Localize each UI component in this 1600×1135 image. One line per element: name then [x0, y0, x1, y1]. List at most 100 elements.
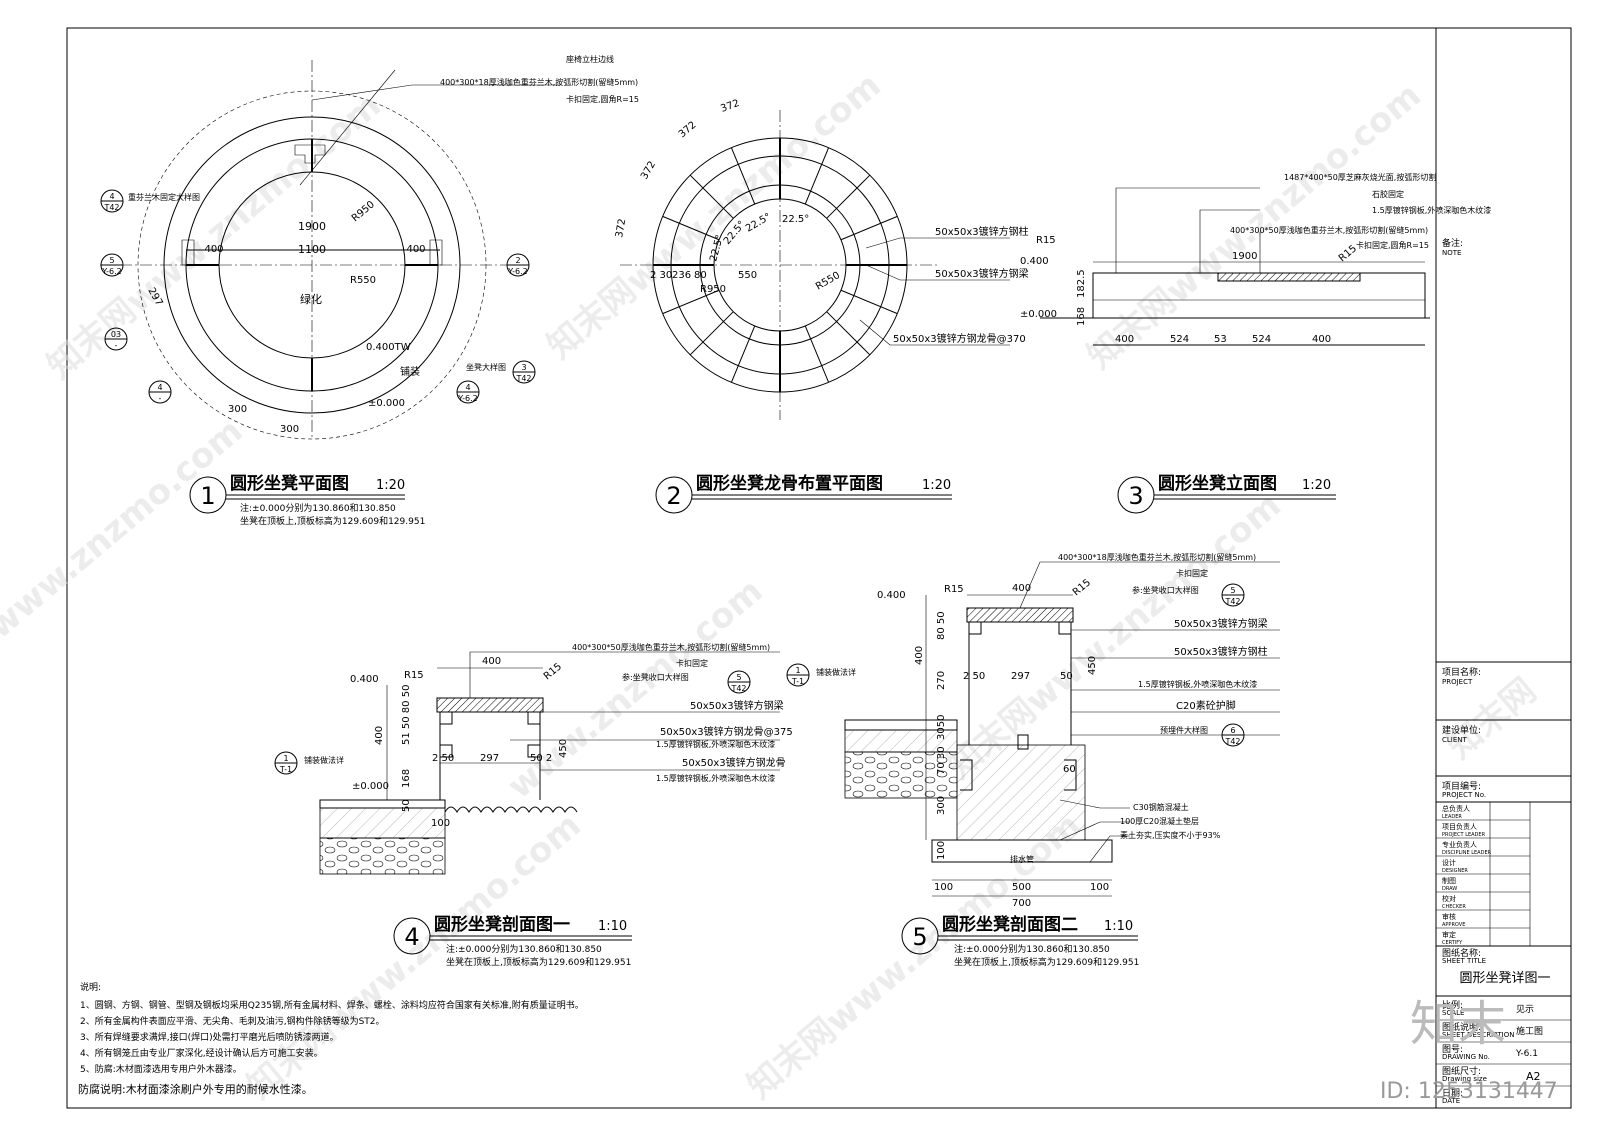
sec4-dim-50: 50	[401, 799, 412, 812]
sec5-call1: 400*300*18厚浅咖色重芬兰木,按弧形切割(留缝5mm)	[1058, 552, 1256, 562]
role-label-en: DISCIPLINE LEADER	[1442, 850, 1492, 856]
svg-text:1:10: 1:10	[598, 919, 627, 934]
sec4-call8: 1.5厚镀锌钢板,外喷深咖色木纹漆	[656, 773, 775, 783]
sec5-call6: 1.5厚镀锌钢板,外喷深咖色木纹漆	[1138, 679, 1257, 689]
svg-text:5: 5	[736, 673, 741, 682]
sec4-call6: 1.5厚镀锌钢板,外喷深咖色木纹漆	[656, 739, 775, 749]
sec4-dim-502: 50 2	[530, 753, 552, 764]
role-label: 专业负责人	[1442, 840, 1477, 849]
svg-text:-: -	[115, 341, 118, 350]
svg-text:建设单位:: 建设单位:	[1442, 724, 1481, 736]
sec4-gravel	[319, 837, 446, 875]
elev3-dim-b1: 524	[1170, 334, 1189, 345]
plan1-tag-2: 5Y-6.2	[100, 253, 124, 277]
view-title-2: 2 圆形坐凳龙骨布置平面图 1:20	[655, 473, 952, 514]
svg-text:3、所有焊缝要求满焊,接口(焊口)处需打平磨光后喷防锈漆两道: 3、所有焊缝要求满焊,接口(焊口)处需打平磨光后喷防锈漆两道。	[80, 1031, 339, 1043]
plan2-leader-post	[865, 237, 1010, 249]
plan2-dim-372c: 372	[639, 159, 658, 181]
svg-text:Y-6.2: Y-6.2	[507, 267, 528, 276]
svg-text:T42: T42	[103, 203, 119, 212]
svg-text:Y-6.2: Y-6.2	[101, 267, 122, 276]
svg-text:4: 4	[465, 383, 470, 392]
svg-text:5、防腐:木材面漆选用专用户外木器漆。: 5、防腐:木材面漆选用专用户外木器漆。	[80, 1063, 242, 1075]
sec4-elev-0000: ±0.000	[352, 781, 389, 792]
svg-text:项目名称:: 项目名称:	[1442, 666, 1481, 678]
plan1-leader	[299, 69, 396, 186]
svg-text:T42: T42	[730, 684, 746, 693]
plan1-elev-0400: 0.400TW	[366, 342, 411, 353]
plan1-dim-400b: 400	[406, 244, 425, 255]
sheet-title: 圆形坐凳详图一	[1459, 970, 1550, 986]
sec4-dim-100: 100	[431, 818, 450, 829]
svg-text:1:10: 1:10	[1104, 919, 1133, 934]
sec4-elev-0400: 0.400	[350, 674, 379, 685]
elev3-call2: 石胶固定	[1372, 189, 1404, 199]
svg-text:5: 5	[109, 256, 114, 265]
plan1-green-label: 绿化	[300, 292, 322, 306]
svg-text:坐凳在顶板上,顶板标高为129.609和129.951: 坐凳在顶板上,顶板标高为129.609和129.951	[446, 956, 631, 968]
svg-text:圆形坐凳平面图: 圆形坐凳平面图	[230, 473, 349, 494]
sec4-r15a: R15	[404, 670, 424, 681]
elev3-r15a: R15	[1036, 235, 1056, 246]
role-label: 总负责人	[1442, 804, 1470, 813]
svg-text:1: 1	[200, 482, 215, 510]
plan2-label-keel: 50x50x3镀锌方钢龙骨@370	[893, 332, 1026, 345]
plan2-dim-236: 236	[672, 270, 691, 281]
sec5-dim-450v: 450	[1087, 656, 1098, 675]
plan2-ang1: 22.5°	[782, 214, 809, 225]
svg-text:T-1: T-1	[279, 765, 292, 774]
svg-text:1、圆钢、方钢、钢管、型钢及钢板均采用Q235钢,所有金属材: 1、圆钢、方钢、钢管、型钢及钢板均采用Q235钢,所有金属材料、焊条、螺栓、涂料…	[80, 999, 584, 1011]
sec4-dim-168: 168	[401, 769, 412, 788]
sec5-paving: 铺装做法详	[816, 667, 856, 677]
role-label: 项目负责人	[1442, 822, 1477, 831]
plan1-dim-1900: 1900	[298, 220, 326, 233]
sec5-dim-270: 270	[936, 671, 947, 690]
svg-text:注:±0.000分别为130.860和130.850: 注:±0.000分别为130.860和130.850	[240, 502, 396, 514]
keel-spoke	[804, 147, 830, 205]
sec4-call4: 50x50x3镀锌方钢梁	[690, 699, 784, 712]
view-title-3: 3 圆形坐凳立面图 1:20	[1117, 473, 1336, 514]
elev3-call4: 400*300*50厚浅咖色重芬兰木,按弧形切割(留缝5mm)	[1230, 225, 1428, 235]
sec4-dim-400: 400	[482, 656, 501, 667]
svg-text:4、所有钢笼丘由专业厂家深化,经设计确认后方可施工安装。: 4、所有钢笼丘由专业厂家深化,经设计确认后方可施工安装。	[80, 1047, 323, 1059]
plan1-callout-1: 座椅立柱边线	[566, 54, 614, 64]
plan1-tag-4: 03-	[104, 327, 128, 351]
elev3-dim-168: 168	[1076, 307, 1087, 326]
sec5-steel-tube	[1058, 621, 1072, 635]
svg-text:NOTE: NOTE	[1442, 249, 1461, 257]
plan2-r550: R550	[814, 270, 842, 293]
sec5-call9: C30钢筋混凝土	[1133, 802, 1189, 812]
svg-text:2: 2	[515, 256, 520, 265]
sec5-call7: C20素砼护脚	[1176, 699, 1236, 712]
sec4-paving	[319, 799, 446, 809]
svg-text:项目编号:: 项目编号:	[1442, 780, 1481, 792]
sec5-embed	[960, 759, 1077, 791]
svg-text:1:20: 1:20	[922, 478, 951, 493]
keel-spoke	[840, 215, 898, 241]
svg-text:4: 4	[157, 383, 162, 392]
svg-text:5: 5	[912, 923, 927, 951]
svg-text:知末网www.znzmo.com: 知末网www.znzmo.com	[740, 805, 1089, 1107]
sec5-dim-b2: 100	[1090, 882, 1109, 893]
sec5-dim-700: 700	[1012, 898, 1031, 909]
sec5-call11: 素土夯实,压实度不小于93%	[1120, 830, 1221, 840]
sec5-dim-297: 297	[1011, 671, 1030, 682]
svg-text:Drawing size: Drawing size	[1442, 1075, 1487, 1083]
elev3-leader	[1115, 187, 1260, 273]
sec5-dim-80: 80 50	[936, 611, 947, 640]
plan1-tag-7: 4Y-6.2	[456, 380, 480, 404]
svg-text:备注:: 备注:	[1442, 237, 1463, 249]
plan1-elev-0000: ±0.000	[368, 398, 405, 409]
plan2-dim-950: R950	[700, 284, 726, 295]
elev3-leader	[1199, 209, 1260, 273]
svg-text:注:±0.000分别为130.860和130.850: 注:±0.000分别为130.860和130.850	[446, 943, 602, 955]
view-title-4: 4 圆形坐凳剖面图一 1:10 注:±0.000分别为130.860和130.8…	[393, 914, 632, 968]
svg-text:Y-6.2: Y-6.2	[457, 394, 478, 403]
sheet-size: A2	[1526, 1070, 1541, 1083]
keel-spoke	[826, 174, 871, 219]
svg-text:说明:: 说明:	[80, 981, 101, 993]
sec4-steel-tube	[527, 711, 541, 725]
